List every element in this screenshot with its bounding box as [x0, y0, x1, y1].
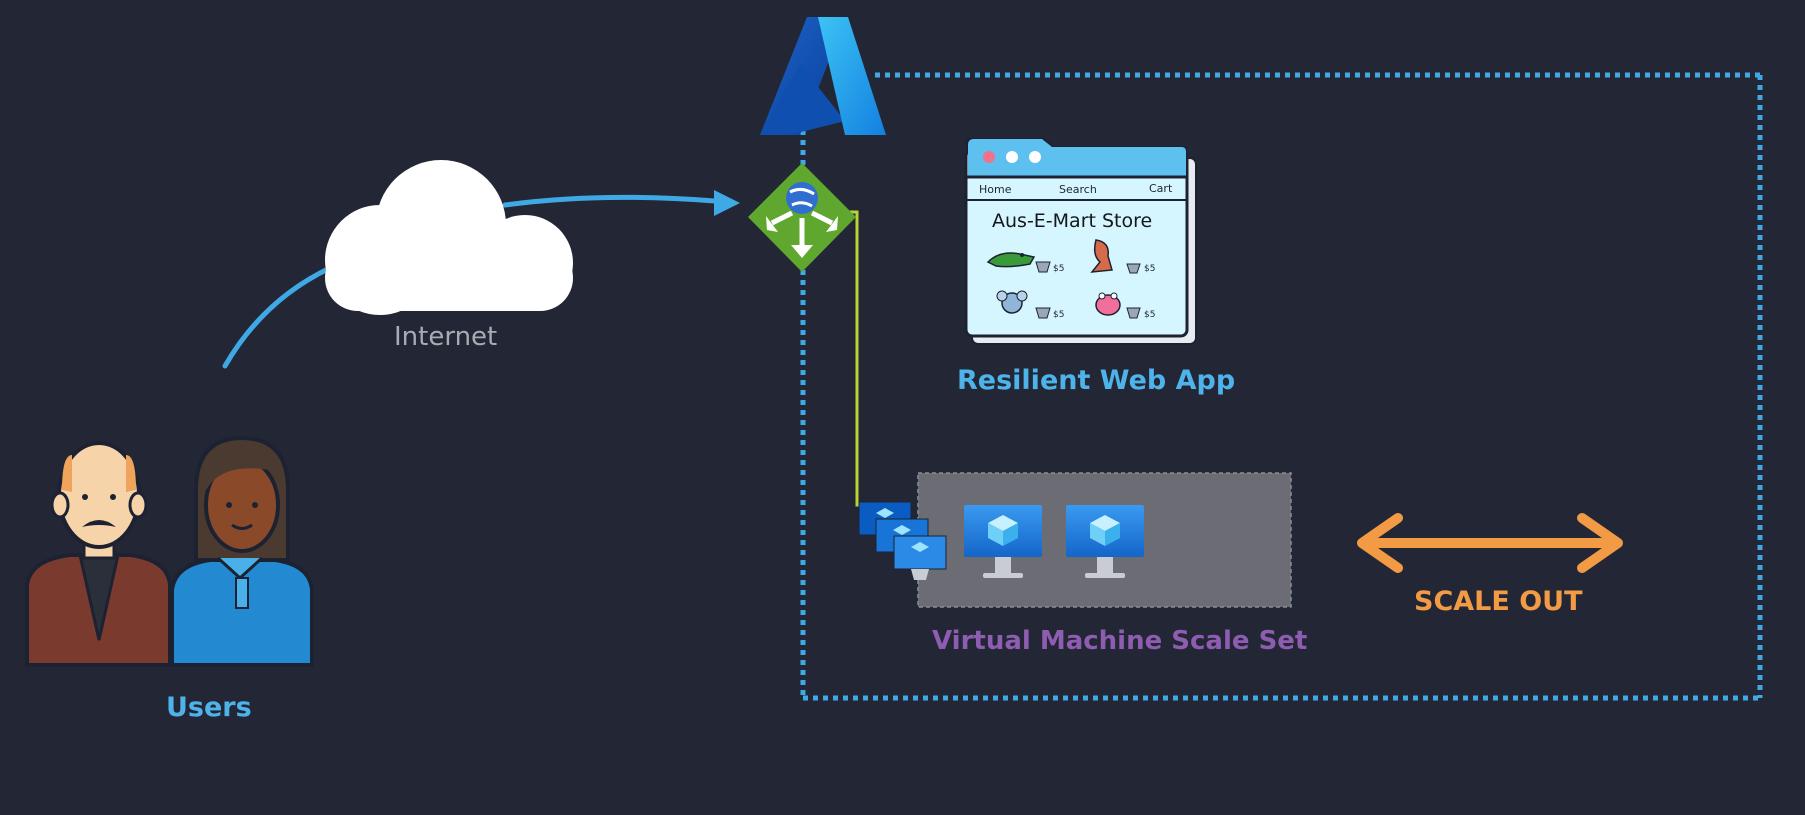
man-user-icon	[25, 441, 172, 667]
azure-logo-icon	[760, 17, 886, 135]
woman-user-icon	[170, 435, 314, 667]
web-app-window	[964, 138, 1197, 345]
cloud-icon	[325, 160, 573, 315]
cart-icon	[1126, 307, 1141, 319]
cart-icon	[1035, 307, 1051, 319]
cart-icon	[1035, 261, 1051, 273]
window-maximize-dot	[1029, 151, 1041, 163]
crocodile-icon	[986, 252, 1036, 268]
users-label: Users	[166, 692, 252, 723]
gateway-to-vmss-connector	[850, 210, 862, 507]
nav-link-cart[interactable]: Cart	[1149, 182, 1173, 195]
nav-link-search[interactable]: Search	[1059, 183, 1097, 196]
frog-icon	[1095, 292, 1121, 316]
product-price: $5	[1144, 264, 1156, 274]
koala-icon	[996, 290, 1028, 314]
vm-instance-icon	[1066, 505, 1144, 578]
kangaroo-icon	[1090, 239, 1113, 273]
internet-label: Internet	[394, 322, 498, 352]
application-gateway-icon	[748, 163, 856, 272]
vm-instance-icon	[964, 505, 1042, 578]
store-title: Aus-E-Mart Store	[992, 210, 1153, 232]
cart-icon	[1126, 263, 1141, 274]
internet-connection-arrow	[222, 190, 740, 369]
window-minimize-dot	[1006, 151, 1018, 163]
product-price: $5	[1053, 310, 1065, 320]
window-close-dot	[983, 151, 995, 163]
vm-scale-set-icon	[858, 501, 947, 580]
product-price: $5	[1144, 310, 1156, 320]
scale-out-label: SCALE OUT	[1414, 586, 1583, 617]
nav-link-home[interactable]: Home	[979, 183, 1012, 196]
vmss-label: Virtual Machine Scale Set	[932, 626, 1308, 656]
web-app-label: Resilient Web App	[957, 365, 1236, 396]
product-price: $5	[1053, 264, 1065, 274]
scale-out-arrow	[1357, 513, 1623, 573]
